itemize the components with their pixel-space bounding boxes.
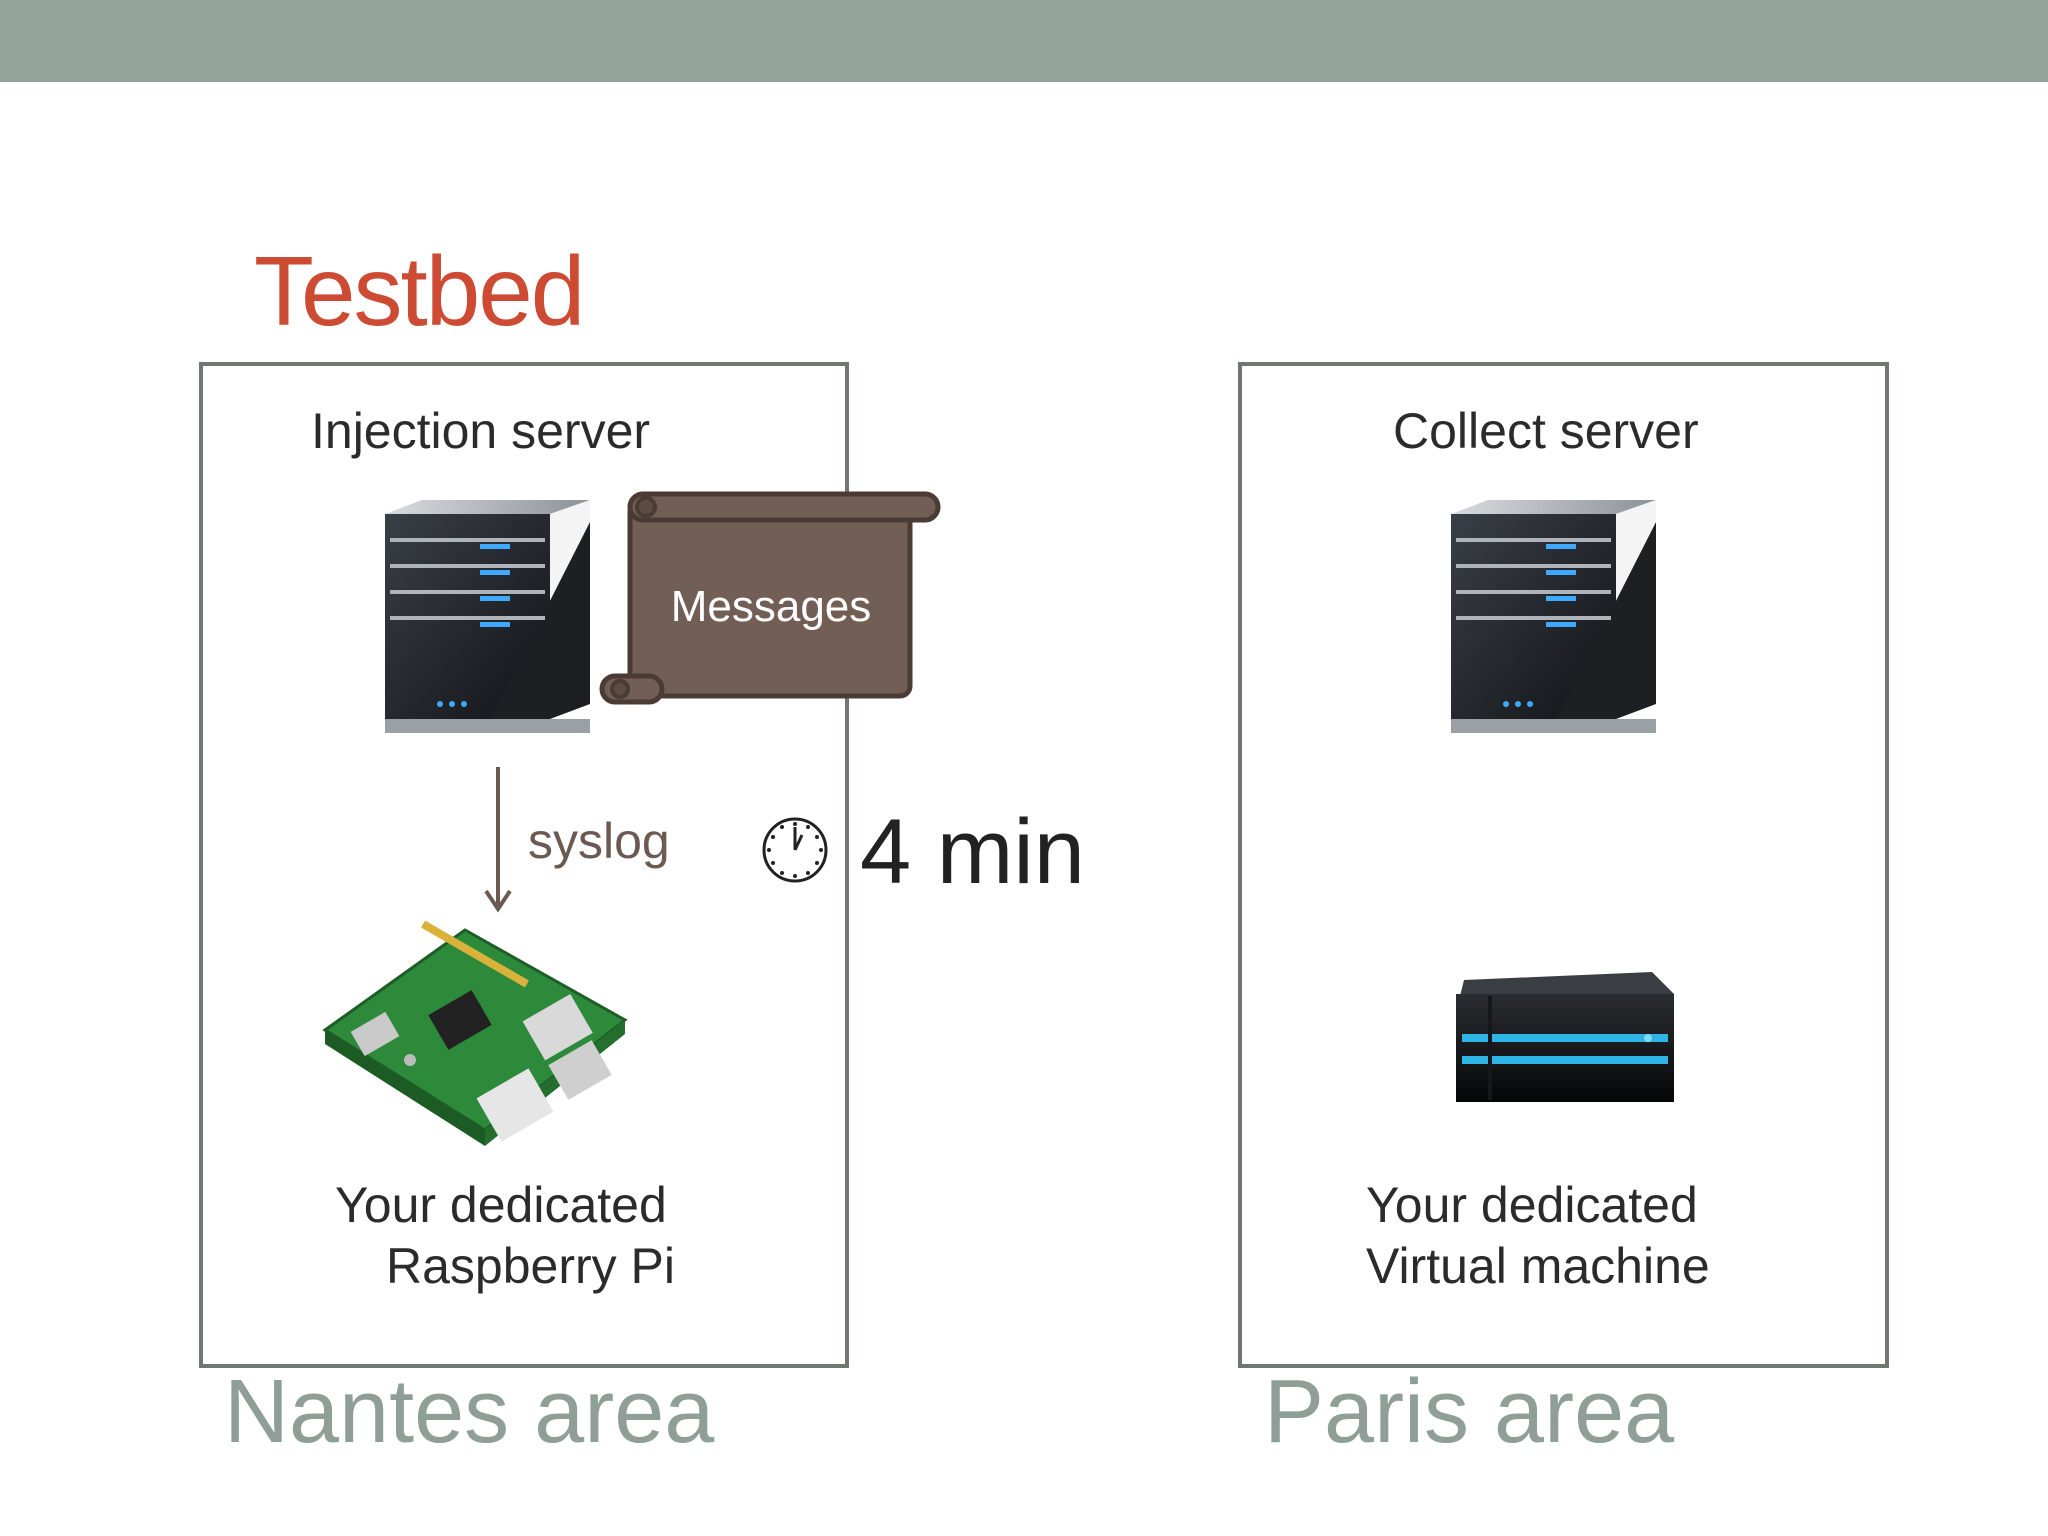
collect-server-label: Collect server xyxy=(1393,403,1699,459)
virtual-machine-label-line2: Virtual machine xyxy=(1366,1238,1710,1294)
slide-title: Testbed xyxy=(254,236,585,346)
top-bar xyxy=(0,0,2048,82)
raspberry-pi-label-line2: Raspberry Pi xyxy=(386,1238,675,1294)
virtual-machine-icon xyxy=(1456,972,1674,1102)
syslog-label: syslog xyxy=(528,813,670,869)
syslog-arrow-icon xyxy=(484,767,512,913)
nantes-area-box xyxy=(199,362,849,1368)
virtual-machine-label-line1: Your dedicated xyxy=(1366,1177,1698,1233)
paris-area-box xyxy=(1238,362,1889,1368)
clock-icon xyxy=(762,817,828,883)
injection-server-icon xyxy=(385,500,590,733)
paris-area-label: Paris area xyxy=(1264,1362,1675,1462)
interval-label: 4 min xyxy=(860,801,1085,903)
messages-scroll-icon xyxy=(599,491,941,705)
messages-label: Messages xyxy=(670,582,872,631)
raspberry-pi-board-icon xyxy=(322,920,628,1146)
nantes-area-label: Nantes area xyxy=(224,1362,715,1462)
collect-server-icon xyxy=(1451,500,1656,733)
injection-server-label: Injection server xyxy=(311,403,651,459)
raspberry-pi-label-line1: Your dedicated xyxy=(335,1177,667,1233)
